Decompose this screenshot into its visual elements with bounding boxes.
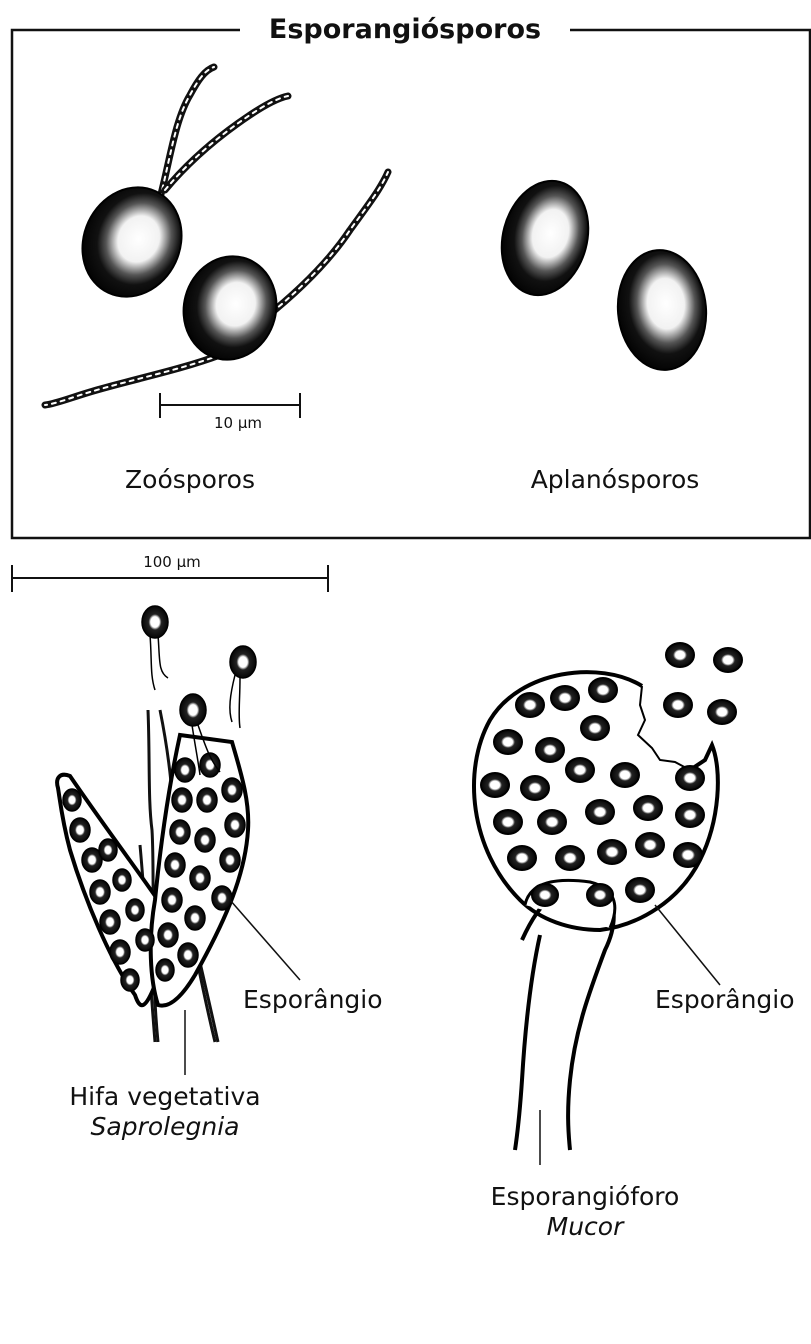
sporangiophore — [515, 935, 540, 1150]
label-hypha: Hifa vegetativa — [69, 1082, 260, 1111]
leader-line-sporangium — [230, 900, 300, 980]
label-sporangium-mucor: Esporângio — [655, 985, 795, 1014]
label-genus-mucor: Mucor — [547, 1212, 625, 1241]
leader-line-mucor-sporangium — [655, 905, 720, 985]
scale-label-100um: 100 µm — [143, 553, 201, 571]
mucor-illustration: Esporângio Esporangióforo Mucor — [474, 643, 795, 1241]
aplanospore-cell — [489, 171, 600, 305]
aplanospore-cell — [613, 246, 711, 373]
zoospore-cell — [65, 171, 199, 313]
scale-label-10um: 10 µm — [214, 414, 262, 432]
saprolegnia-illustration: Esporângio Hifa vegetativa Saprolegnia — [57, 606, 382, 1141]
label-zoosporos: Zoósporos — [125, 465, 255, 494]
label-genus-saprolegnia: Saprolegnia — [91, 1112, 240, 1141]
top-panel: Esporangiósporos 10 µm Zoósporos Aplanós… — [12, 14, 810, 538]
zoospore-cell — [172, 246, 288, 370]
label-sporangium-saprolegnia: Esporângio — [243, 985, 383, 1014]
label-sporangiophore: Esporangióforo — [491, 1182, 680, 1211]
panel-title: Esporangiósporos — [269, 14, 541, 45]
label-aplanosporos: Aplanósporos — [531, 465, 700, 494]
mucor-spores — [481, 643, 742, 906]
